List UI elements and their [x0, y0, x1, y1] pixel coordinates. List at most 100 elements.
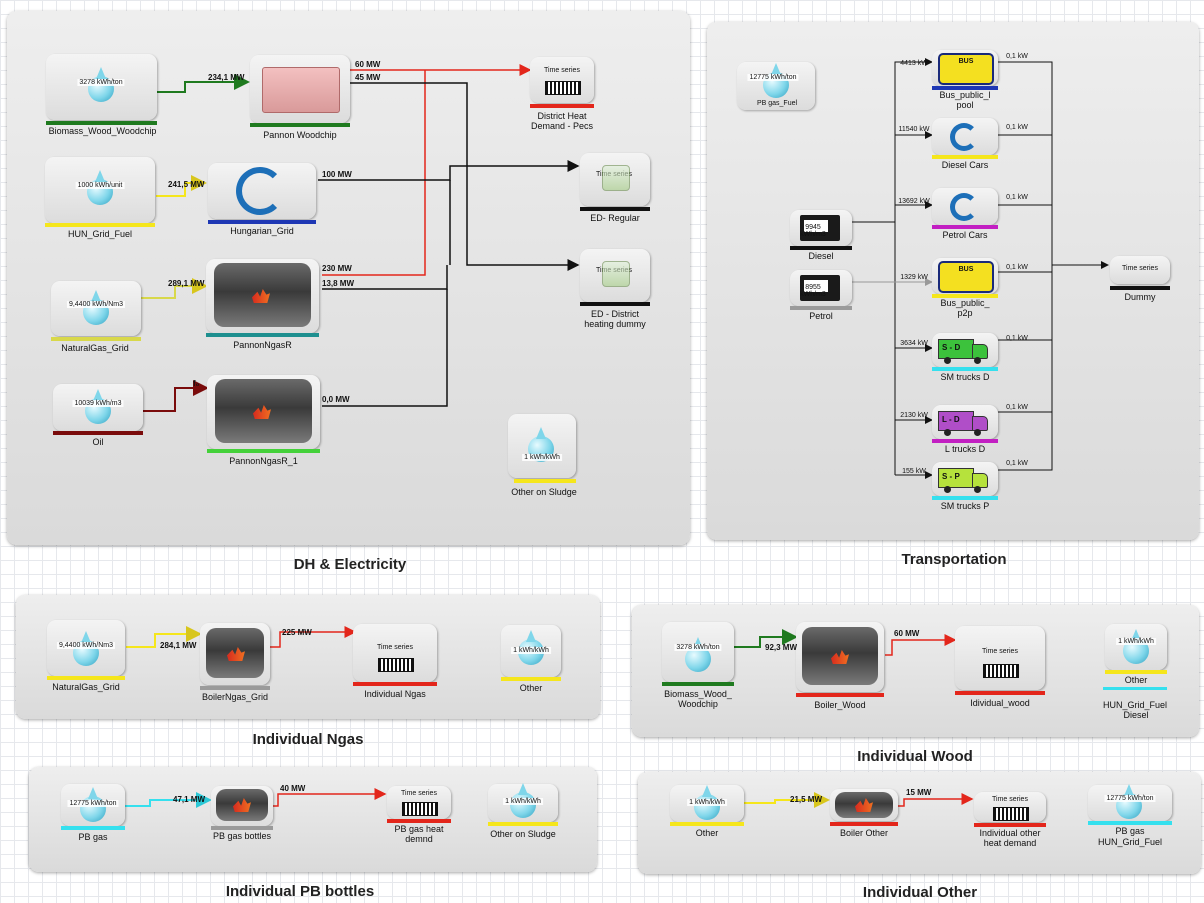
color-bar: [501, 677, 561, 681]
color-bar: [580, 207, 650, 211]
fuel-pump-icon: [800, 215, 840, 241]
demand-individual-ngas[interactable]: Time series: [353, 624, 437, 682]
color-bar: [932, 367, 998, 371]
vehicle-petrol-cars[interactable]: [932, 188, 998, 225]
stacked-sources-other-ngas[interactable]: 1 kWh/kWh: [501, 625, 561, 677]
node-label: PannonNgasR: [233, 340, 292, 350]
source-other[interactable]: 1 kWh/kWh: [670, 785, 744, 822]
radiator-icon: [993, 807, 1029, 821]
node-label: Petrol: [809, 311, 833, 321]
color-bar: [353, 682, 437, 686]
color-bar: [488, 822, 558, 826]
vehicle-bus-public-p2p[interactable]: BUS: [932, 258, 998, 294]
wheel: [974, 429, 981, 436]
stacked-sources-pb[interactable]: 1 kWh/kWh: [488, 784, 558, 822]
source-petrol[interactable]: 8955 kWh/m3: [790, 270, 852, 306]
demand-ed-district-heating-dummy[interactable]: Time series: [580, 249, 650, 302]
node-label: District Heat Demand - Pecs: [530, 111, 594, 131]
time-series-label: Time series: [377, 644, 413, 651]
demand-ed-regular[interactable]: Time series: [580, 153, 650, 206]
bus-icon: BUS: [938, 261, 994, 293]
flow-label: 100 MW: [322, 170, 352, 179]
radiator-icon: [545, 81, 581, 95]
source-natural-gas-grid[interactable]: 9,4400 kWh/Nm3: [51, 281, 141, 336]
vehicle-sm-trucks-p[interactable]: S - P: [932, 462, 998, 496]
boiler-pb-gas-bottles[interactable]: [211, 786, 273, 826]
water-drop-icon: [510, 792, 536, 818]
wheel: [974, 357, 981, 364]
chp-pannon-woodchip[interactable]: [250, 55, 350, 123]
flow-label: f₀: [193, 379, 200, 388]
grid-hungarian[interactable]: [208, 163, 316, 219]
node-label: Diesel Cars: [941, 160, 989, 170]
flow-label: 21,5 MW: [790, 795, 823, 804]
node-label: PB gas: [1115, 826, 1145, 836]
vehicle-sm-trucks-d[interactable]: S - D: [932, 333, 998, 367]
color-bar: [580, 302, 650, 306]
boiler-wood[interactable]: [796, 622, 884, 692]
boiler-ngas-grid[interactable]: [200, 623, 270, 685]
node-label: Individual other heat demand: [979, 828, 1041, 848]
flow-label: 230 MW: [322, 264, 352, 273]
stacked-sources-other[interactable]: 12775 kWh/ton: [1088, 785, 1172, 821]
source-natural-gas-grid-ind[interactable]: 9,4400 kWh/Nm3: [47, 620, 125, 676]
boiler-other[interactable]: [830, 789, 898, 821]
color-bar: [932, 155, 998, 159]
node-label: Oil: [92, 437, 104, 447]
demand-individual-wood[interactable]: Time series: [955, 626, 1045, 690]
color-bar: [1103, 687, 1167, 690]
source-value: 12775 kWh/ton: [747, 74, 799, 81]
source-value: 1 kWh/kWh: [1116, 638, 1156, 645]
boiler-pannon-ngas-r[interactable]: [206, 259, 319, 333]
color-bar: [932, 294, 998, 298]
stacked-source-pb-gas-fuel[interactable]: 12775 kWh/ton PB gas_Fuel: [737, 62, 815, 110]
color-bar: [932, 225, 998, 229]
flow-label: 289,1 MW: [168, 279, 205, 288]
node-label: BoilerNgas_Grid: [201, 692, 269, 702]
node-label: Other on Sludge: [490, 829, 556, 839]
flow-label: 45 MW: [355, 73, 381, 82]
node-label: Dummy: [1124, 292, 1156, 302]
source-hun-grid-fuel[interactable]: 1000 kWh/unit: [45, 157, 155, 223]
color-bar: [790, 246, 852, 250]
source-biomass-wood-ind[interactable]: 3278 kWh/ton: [662, 622, 734, 682]
vehicle-l-trucks-d[interactable]: L - D: [932, 405, 998, 439]
source-value: 1000 kWh/unit: [75, 182, 125, 189]
demand-pb-gas-heat[interactable]: Time series: [387, 786, 451, 819]
color-bar: [790, 306, 852, 310]
node-label: Boiler_Wood: [814, 700, 866, 710]
source-value: 10039 kWh/m3: [72, 400, 124, 407]
source-diesel[interactable]: 9945 kWh/m3: [790, 210, 852, 246]
demand-district-heat-pecs[interactable]: Time series: [530, 57, 594, 103]
color-bar: [955, 691, 1045, 695]
color-bar: [670, 822, 744, 826]
radiator-icon: [983, 664, 1019, 678]
stacked-sources-wood[interactable]: 1 kWh/kWh: [1105, 624, 1167, 670]
color-bar: [250, 123, 350, 127]
boiler-pannon-ngas-r1[interactable]: [207, 375, 320, 449]
source-value: 9,4400 kWh/Nm3: [66, 301, 126, 308]
node-label: Other: [1124, 675, 1148, 685]
node-label: NaturalGas_Grid: [52, 682, 120, 692]
source-value: 1 kWh/kWh: [687, 799, 727, 806]
electric-plug-icon: [602, 261, 630, 287]
demand-individual-other[interactable]: Time series: [974, 792, 1046, 822]
source-oil[interactable]: 10039 kWh/m3: [53, 384, 143, 431]
stacked-sources-other-sludge[interactable]: 1 kWh/kWh: [508, 414, 576, 478]
source-pb-gas[interactable]: 12775 kWh/ton: [61, 784, 125, 826]
vehicle-bus-public-pool[interactable]: BUS: [932, 50, 998, 86]
bus-icon: BUS: [938, 53, 994, 85]
vehicle-diesel-cars[interactable]: [932, 118, 998, 155]
node-label: Hungarian_Grid: [230, 226, 294, 236]
color-bar: [387, 819, 451, 823]
flow-label: 13,8 MW: [322, 279, 355, 288]
demand-dummy[interactable]: Time series: [1110, 256, 1170, 284]
source-biomass-wood-woodchip[interactable]: 3278 kWh/ton: [46, 54, 157, 120]
node-label: Boiler Other: [839, 828, 889, 838]
flow-label: 155 kW: [902, 468, 926, 475]
flow-label: 0,1 kW: [1006, 404, 1028, 411]
wheel: [944, 357, 951, 364]
section-title-dh: DH & Electricity: [293, 556, 407, 573]
color-bar: [796, 693, 884, 697]
